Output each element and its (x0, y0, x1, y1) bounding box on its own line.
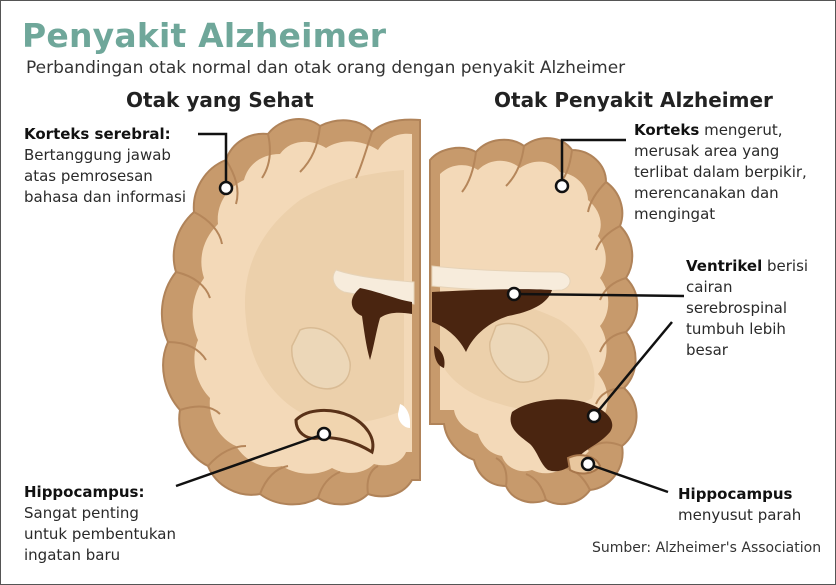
cortex-left-label: Korteks serebral: Bertanggung jawab atas… (24, 124, 186, 208)
alzheimer-brain (430, 138, 637, 504)
hippo-left-label-line: ingatan baru (24, 545, 176, 566)
ventricle-right-label-line: besar (686, 340, 808, 361)
cortex-left-label-line: Bertanggung jawab (24, 145, 186, 166)
cortex-right-label-line: merencanakan dan (634, 183, 807, 204)
cortex-right-label-title: Korteks (634, 121, 699, 139)
marker-hippo-right (582, 458, 594, 470)
cortex-left-label-line: bahasa dan informasi (24, 187, 186, 208)
hippo-right-label-title: Hippocampus (678, 485, 792, 503)
marker-hippo-left (318, 428, 330, 440)
cortex-right-label: Korteks mengerut, merusak area yang terl… (634, 120, 807, 225)
marker-ventricle-lower (588, 410, 600, 422)
hippo-left-label-line: untuk pembentukan (24, 524, 176, 545)
cortex-right-label-rest: mengerut, (699, 121, 782, 139)
ventricle-right-label-line: tumbuh lebih (686, 319, 808, 340)
hippo-right-label: Hippocampus menyusut parah (678, 484, 801, 526)
hippo-right-label-line: menyusut parah (678, 505, 801, 526)
ventricle-right-label-line: cairan (686, 277, 808, 298)
cortex-right-label-line: terlibat dalam berpikir, (634, 162, 807, 183)
marker-cortex-right (556, 180, 568, 192)
marker-cortex-left (220, 182, 232, 194)
hippo-left-label: Hippocampus: Sangat penting untuk pemben… (24, 482, 176, 566)
hippo-left-label-line: Sangat penting (24, 503, 176, 524)
ventricle-right-label-title: Ventrikel (686, 257, 762, 275)
cortex-left-label-title: Korteks serebral: (24, 125, 171, 143)
ventricle-right-label-rest: berisi (762, 257, 808, 275)
source-credit: Sumber: Alzheimer's Association (592, 540, 821, 556)
cortex-left-label-line: atas pemrosesan (24, 166, 186, 187)
ventricle-right-label: Ventrikel berisi cairan serebrospinal tu… (686, 256, 808, 361)
hippo-left-label-title: Hippocampus: (24, 483, 144, 501)
marker-ventricle-right (508, 288, 520, 300)
ventricle-right-label-line: serebrospinal (686, 298, 808, 319)
cortex-right-label-line: merusak area yang (634, 141, 807, 162)
cortex-right-label-line: mengingat (634, 204, 807, 225)
